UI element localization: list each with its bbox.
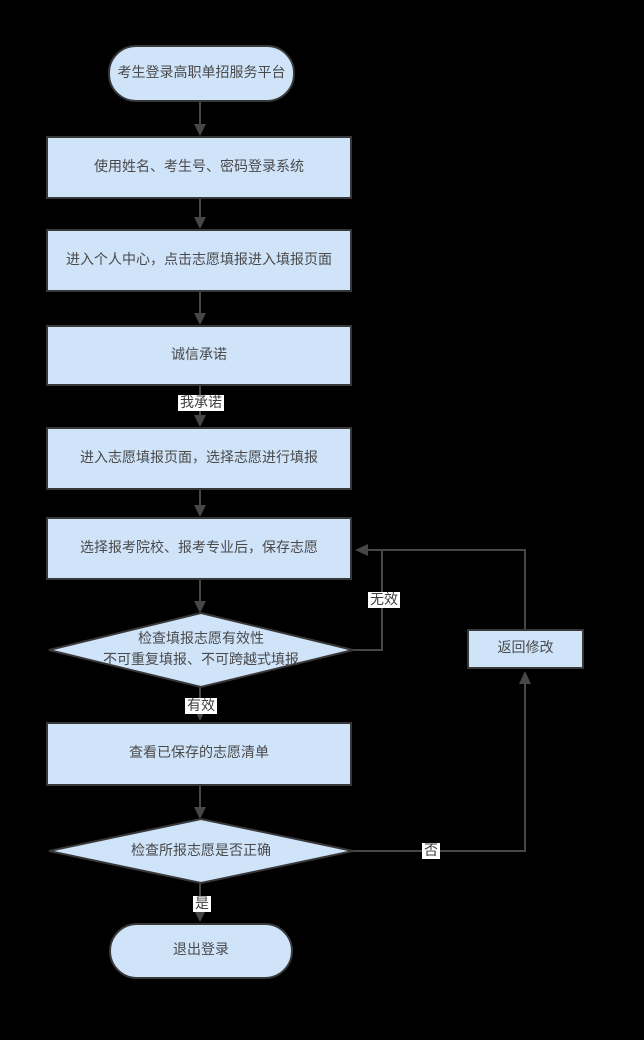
node-check-validity-decision: 检查填报志愿有效性 不可重复填报、不可跨越式填报: [46, 613, 356, 687]
node-integrity-pledge-label: 诚信承诺: [171, 346, 227, 363]
node-start-label: 考生登录高职单招服务平台: [117, 64, 286, 81]
arrowhead-no-branch: [519, 671, 531, 684]
node-personal-center-label: 进入个人中心，点击志愿填报进入填报页面: [66, 251, 332, 268]
arrowhead-pledge-to-fillpage: [194, 415, 206, 427]
node-start-terminal: 考生登录高职单招服务平台: [108, 45, 295, 102]
node-check-validity-line1: 检查填报志愿有效性: [138, 631, 264, 647]
edge-return-to-save: [368, 549, 526, 629]
node-enter-fill-page-process: 进入志愿填报页面，选择志愿进行填报: [46, 427, 352, 490]
edge-label-invalid: 无效: [368, 592, 400, 608]
node-check-correct-label: 检查所报志愿是否正确: [131, 842, 271, 859]
decision-check-validity-shape: [48, 611, 354, 689]
arrowhead-center-to-pledge: [194, 313, 206, 325]
arrowhead-login-to-center: [194, 217, 206, 229]
edge-no-branch: [353, 684, 526, 852]
arrowhead-fillpage-to-save: [194, 505, 206, 517]
edge-label-promise: 我承诺: [178, 395, 224, 411]
arrowhead-start-to-login: [194, 124, 206, 136]
node-enter-fill-page-label: 进入志愿填报页面，选择志愿进行填报: [80, 449, 318, 466]
node-save-choices-label: 选择报考院校、报考专业后，保存志愿: [80, 539, 318, 556]
node-end-terminal: 退出登录: [109, 923, 293, 979]
node-view-saved-label: 查看已保存的志愿清单: [129, 745, 269, 762]
node-end-label: 退出登录: [173, 942, 229, 959]
node-view-saved-process: 查看已保存的志愿清单: [46, 722, 352, 786]
decision-check-correct-shape: [48, 817, 354, 885]
arrowhead-return-to-save: [355, 544, 368, 556]
node-check-validity-line2: 不可重复填报、不可跨越式填报: [103, 652, 299, 668]
node-personal-center-process: 进入个人中心，点击志愿填报进入填报页面: [46, 229, 352, 292]
arrowhead-save-to-validity: [194, 601, 206, 613]
node-login-process: 使用姓名、考生号、密码登录系统: [46, 136, 352, 199]
arrowhead-view-to-correct: [194, 807, 206, 819]
edge-label-no: 否: [422, 843, 440, 859]
edge-label-yes: 是: [193, 896, 211, 912]
node-integrity-pledge-process: 诚信承诺: [46, 325, 352, 386]
node-check-correct-decision: 检查所报志愿是否正确: [46, 819, 356, 883]
node-login-label: 使用姓名、考生号、密码登录系统: [94, 158, 304, 175]
node-return-modify-label: 返回修改: [497, 640, 554, 657]
arrowhead-correct-to-end: [194, 910, 206, 922]
edge-label-valid: 有效: [185, 698, 217, 714]
node-return-modify-process: 返回修改: [467, 629, 584, 669]
node-save-choices-process: 选择报考院校、报考专业后，保存志愿: [46, 517, 352, 580]
edge-invalid-branch: [353, 551, 383, 651]
